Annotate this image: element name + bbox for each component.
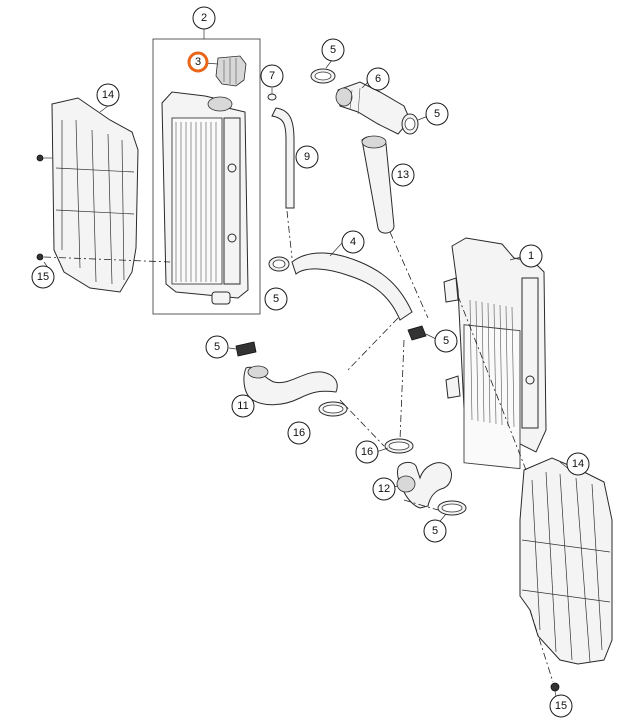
callout-4: 4 bbox=[341, 230, 365, 254]
radiator-left bbox=[161, 91, 249, 305]
svg-text:6: 6 bbox=[375, 73, 381, 85]
svg-text:12: 12 bbox=[378, 483, 390, 495]
svg-text:1: 1 bbox=[528, 250, 534, 262]
svg-text:14: 14 bbox=[572, 458, 584, 470]
callout-2: 2 bbox=[192, 6, 216, 30]
radiator-shroud-left bbox=[51, 97, 139, 293]
svg-text:15: 15 bbox=[37, 271, 49, 283]
screw-left-bottom bbox=[36, 253, 171, 263]
callout-5-bottom: 5 bbox=[423, 519, 447, 543]
clamp-16-center bbox=[384, 438, 414, 454]
callout-9: 9 bbox=[295, 145, 319, 169]
hose-part-6 bbox=[335, 81, 411, 135]
clamp-5-left bbox=[235, 341, 257, 357]
svg-text:5: 5 bbox=[443, 335, 449, 347]
clamp-part-7 bbox=[267, 93, 277, 101]
callout-5-mid-right: 5 bbox=[434, 329, 458, 353]
assembly-bracket-2 bbox=[152, 29, 261, 315]
svg-text:13: 13 bbox=[397, 169, 409, 181]
svg-text:4: 4 bbox=[350, 236, 356, 248]
callout-11: 11 bbox=[231, 394, 255, 418]
radiator-left-fins bbox=[175, 122, 217, 282]
callout-14-right: 14 bbox=[566, 452, 590, 476]
callout-14-left: 14 bbox=[96, 83, 120, 107]
callout-7: 7 bbox=[260, 64, 284, 88]
callout-5-left: 5 bbox=[205, 335, 229, 359]
callout-6: 6 bbox=[366, 67, 390, 91]
clamp-5-mid-left bbox=[268, 256, 290, 272]
svg-text:15: 15 bbox=[555, 700, 567, 712]
clamp-5-upper-right bbox=[401, 113, 419, 135]
hose-part-11 bbox=[243, 365, 338, 406]
svg-text:3: 3 bbox=[195, 56, 201, 68]
assembly-lines bbox=[286, 210, 554, 683]
svg-text:5: 5 bbox=[214, 341, 220, 353]
clamp-5-top bbox=[310, 68, 336, 84]
clamp-5-mid-right bbox=[407, 325, 427, 341]
callout-15-left: 15 bbox=[31, 265, 55, 289]
callout-5-upper-right: 5 bbox=[425, 102, 449, 126]
radiator-right-fins bbox=[469, 299, 515, 428]
sensor-part-3 bbox=[215, 55, 247, 87]
callout-5-top: 5 bbox=[321, 38, 345, 62]
hose-part-9 bbox=[271, 107, 295, 209]
svg-text:16: 16 bbox=[361, 446, 373, 458]
svg-text:7: 7 bbox=[269, 70, 275, 82]
svg-text:5: 5 bbox=[434, 108, 440, 120]
svg-text:9: 9 bbox=[304, 151, 310, 163]
svg-text:14: 14 bbox=[102, 89, 114, 101]
svg-text:5: 5 bbox=[273, 293, 279, 305]
callout-1: 1 bbox=[519, 244, 543, 268]
clamp-16-left bbox=[318, 401, 348, 417]
svg-text:5: 5 bbox=[330, 44, 336, 56]
callout-13: 13 bbox=[391, 163, 415, 187]
callout-15-right: 15 bbox=[549, 694, 573, 718]
callout-12: 12 bbox=[372, 477, 396, 501]
callout-16-center: 16 bbox=[355, 440, 379, 464]
hose-part-4 bbox=[291, 252, 413, 321]
clamp-5-bottom bbox=[437, 500, 467, 516]
hose-part-12 bbox=[396, 461, 452, 509]
pipe-part-13 bbox=[361, 135, 395, 234]
radiator-shroud-right bbox=[519, 457, 613, 665]
radiator-right bbox=[443, 237, 547, 470]
callout-3: 3 bbox=[187, 51, 209, 73]
screw-left-top bbox=[36, 154, 52, 162]
svg-text:5: 5 bbox=[432, 525, 438, 537]
svg-text:11: 11 bbox=[237, 400, 248, 412]
callout-5-mid-left: 5 bbox=[264, 287, 288, 311]
callout-16-left: 16 bbox=[287, 421, 311, 445]
svg-text:2: 2 bbox=[201, 12, 207, 24]
svg-text:16: 16 bbox=[293, 427, 305, 439]
screw-right-bottom bbox=[550, 682, 560, 692]
